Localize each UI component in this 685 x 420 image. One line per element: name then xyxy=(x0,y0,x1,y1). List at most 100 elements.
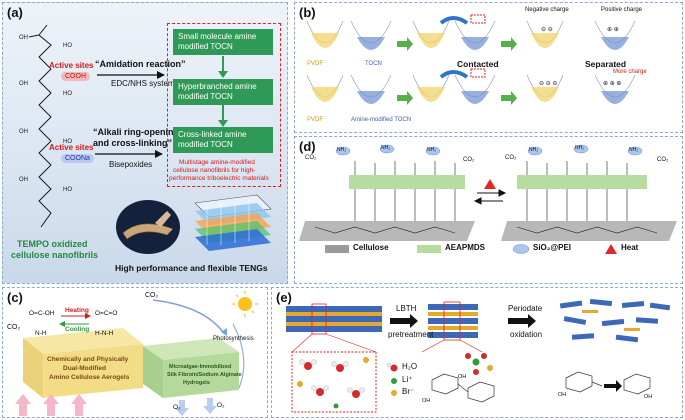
periodate-label: Periodate xyxy=(508,304,543,313)
pretreatment-label: pretreatment xyxy=(388,330,434,339)
edc-nhs-label: EDC/NHS system xyxy=(111,79,175,88)
tocn-chain-structure: OH HO OH HO OH HO OH HO xyxy=(19,24,72,228)
co2-left-label: CO₂ xyxy=(7,324,21,331)
cooh-structure: O=C-OH xyxy=(29,310,55,317)
svg-text:HO: HO xyxy=(63,139,72,145)
panel-c: (c) xyxy=(2,287,268,418)
multistage-text-2: cellulose nanofibrils for high- xyxy=(173,167,256,174)
multistage-region xyxy=(167,23,281,187)
panel-c-label: (c) xyxy=(7,290,23,305)
arrow-box-down-2 xyxy=(218,105,228,127)
svg-text:⊖ ⊖: ⊖ ⊖ xyxy=(541,27,553,33)
coona-badge: COONa xyxy=(61,154,94,163)
tempo-label-1: TEMPO oxidized xyxy=(17,239,88,249)
nh-structure: N-H xyxy=(35,330,47,337)
active-sites-label-1: Active sites xyxy=(49,61,94,70)
co2-label-2: CO₂ xyxy=(463,157,475,163)
oh-label-4: OH xyxy=(644,394,653,400)
arrow-amidation xyxy=(97,71,165,79)
svg-text:HO: HO xyxy=(63,43,72,49)
panel-a-label: (a) xyxy=(7,5,23,20)
legend-cellulose: Cellulose xyxy=(353,243,389,252)
svg-text:⊕ ⊕: ⊕ ⊕ xyxy=(607,27,619,33)
panel-b: (b) xyxy=(294,2,683,133)
multistage-text-1: Multistage amine-modified xyxy=(179,159,255,166)
pvdf-top-label: PVDF xyxy=(307,61,324,67)
bisepoxides-label: Bisepoxides xyxy=(109,160,153,169)
o2-label-b: O₂ xyxy=(217,402,225,409)
positive-charge-label: Positive charge xyxy=(601,7,643,13)
heating-label: Heating xyxy=(65,307,89,314)
panel-d: (d) NH₂ NH xyxy=(294,136,683,284)
oh-label-1: OH xyxy=(422,398,431,404)
panel-a: (a) OH HO OH HO OH HO OH HO Active sites COO… xyxy=(2,2,288,284)
photosynthesis-label: Photosynthesis xyxy=(213,336,254,342)
aerogel-label-2: Dual-Modified xyxy=(63,365,106,372)
co2-top-label: CO₂ xyxy=(145,292,159,299)
alkali-label-2: and cross-linking” xyxy=(93,138,173,148)
svg-text:HO: HO xyxy=(63,187,72,193)
hydrogel-label-3: Hydrogels xyxy=(183,380,210,386)
nh2-label-6: NH₂ xyxy=(629,147,639,153)
hydrogel-label-1: Microalgae-Immobilized xyxy=(169,364,232,370)
pvdf-bottom-label: PVDF xyxy=(307,117,324,123)
nh2-label-5: NH₂ xyxy=(575,145,585,151)
amidation-reaction-label: “Amidation reaction” xyxy=(95,59,186,69)
hydrogel-label-2: Silk Fibroin/Sodium Alginate xyxy=(167,372,242,378)
oco-structure: O=C=O xyxy=(95,310,118,317)
hnh-structure: H-N-H xyxy=(95,330,114,337)
oh-label-2: OH xyxy=(458,374,467,380)
nh2-label-3: NH₂ xyxy=(427,147,437,153)
li-legend: Li⁺ xyxy=(402,375,413,384)
alkali-label-1: “Alkali ring-opening xyxy=(93,127,180,137)
cooling-label: Cooling xyxy=(65,326,90,333)
nh2-label-4: NH₂ xyxy=(529,147,539,153)
teng-device-illustration xyxy=(194,194,272,251)
energy-band-diagram: ⊖ ⊖ ⊕ ⊕ ⊖ ⊖ ⊖ ⊕ ⊕ ⊕ xyxy=(306,14,636,105)
amine-tocn-label: Amine-modified TOCN xyxy=(351,117,412,123)
box-hyperbranched: Hyperbranched amine modified TOCN xyxy=(173,79,273,105)
flexible-film-illustration xyxy=(116,200,180,254)
teng-caption: High performance and flexible TENGs xyxy=(115,263,268,273)
more-charge-label: More charge xyxy=(613,69,647,75)
negative-charge-label: Negative charge xyxy=(525,7,569,13)
legend-heat: Heat xyxy=(621,243,639,252)
active-sites-label-2: Active sites xyxy=(49,143,94,152)
svg-text:HO: HO xyxy=(63,91,72,97)
co2-label-4: CO₂ xyxy=(657,157,669,163)
svg-text:⊖ ⊖ ⊖: ⊖ ⊖ ⊖ xyxy=(539,81,557,87)
nh2-label-1: NH₂ xyxy=(337,147,347,153)
arrow-box-down-1 xyxy=(218,56,228,78)
aerogel-label-1: Chemically and Physically xyxy=(47,356,129,363)
aeapmds-diagram xyxy=(299,144,677,254)
panel-b-label: (b) xyxy=(299,5,316,20)
aerogel-label-3: Amino Cellulose Aerogels xyxy=(49,374,130,381)
co2-label-1: CO₂ xyxy=(305,155,317,161)
svg-text:OH: OH xyxy=(19,177,28,183)
tocn-label: TOCN xyxy=(365,61,382,67)
svg-text:OH: OH xyxy=(19,81,28,87)
multistage-text-3: performance triboelectric materials xyxy=(169,175,269,182)
o2-label-a: O₂ xyxy=(173,404,181,411)
br-legend: Br⁻ xyxy=(402,387,415,396)
box-small-molecule: Small molecule amine modified TOCN xyxy=(173,29,273,55)
svg-text:⊕ ⊕ ⊕: ⊕ ⊕ ⊕ xyxy=(603,81,621,87)
lbth-diagram xyxy=(286,298,671,413)
arrow-alkali xyxy=(95,150,163,158)
co2-label-3: CO₂ xyxy=(505,155,517,161)
separated-label: Separated xyxy=(585,59,627,69)
oh-label-3: OH xyxy=(558,392,567,398)
tempo-label-2: cellulose nanofibrils xyxy=(11,250,99,260)
contacted-label: Contacted xyxy=(457,59,499,69)
cooh-badge: COOH xyxy=(61,72,90,81)
box-cross-linked: Cross-linked amine modified TOCN xyxy=(173,127,273,153)
legend-aeapmds: AEAPMDS xyxy=(445,243,486,252)
svg-text:OH: OH xyxy=(19,35,28,41)
nh2-label-2: NH₂ xyxy=(381,145,391,151)
lbth-label: LBTH xyxy=(396,304,417,313)
panel-e: (e) xyxy=(271,287,683,418)
legend-sio2-pei: SiO₂@PEI xyxy=(533,243,572,252)
svg-text:OH: OH xyxy=(19,129,28,135)
panel-d-label: (d) xyxy=(299,139,316,154)
oxidation-label: oxidation xyxy=(510,330,543,339)
